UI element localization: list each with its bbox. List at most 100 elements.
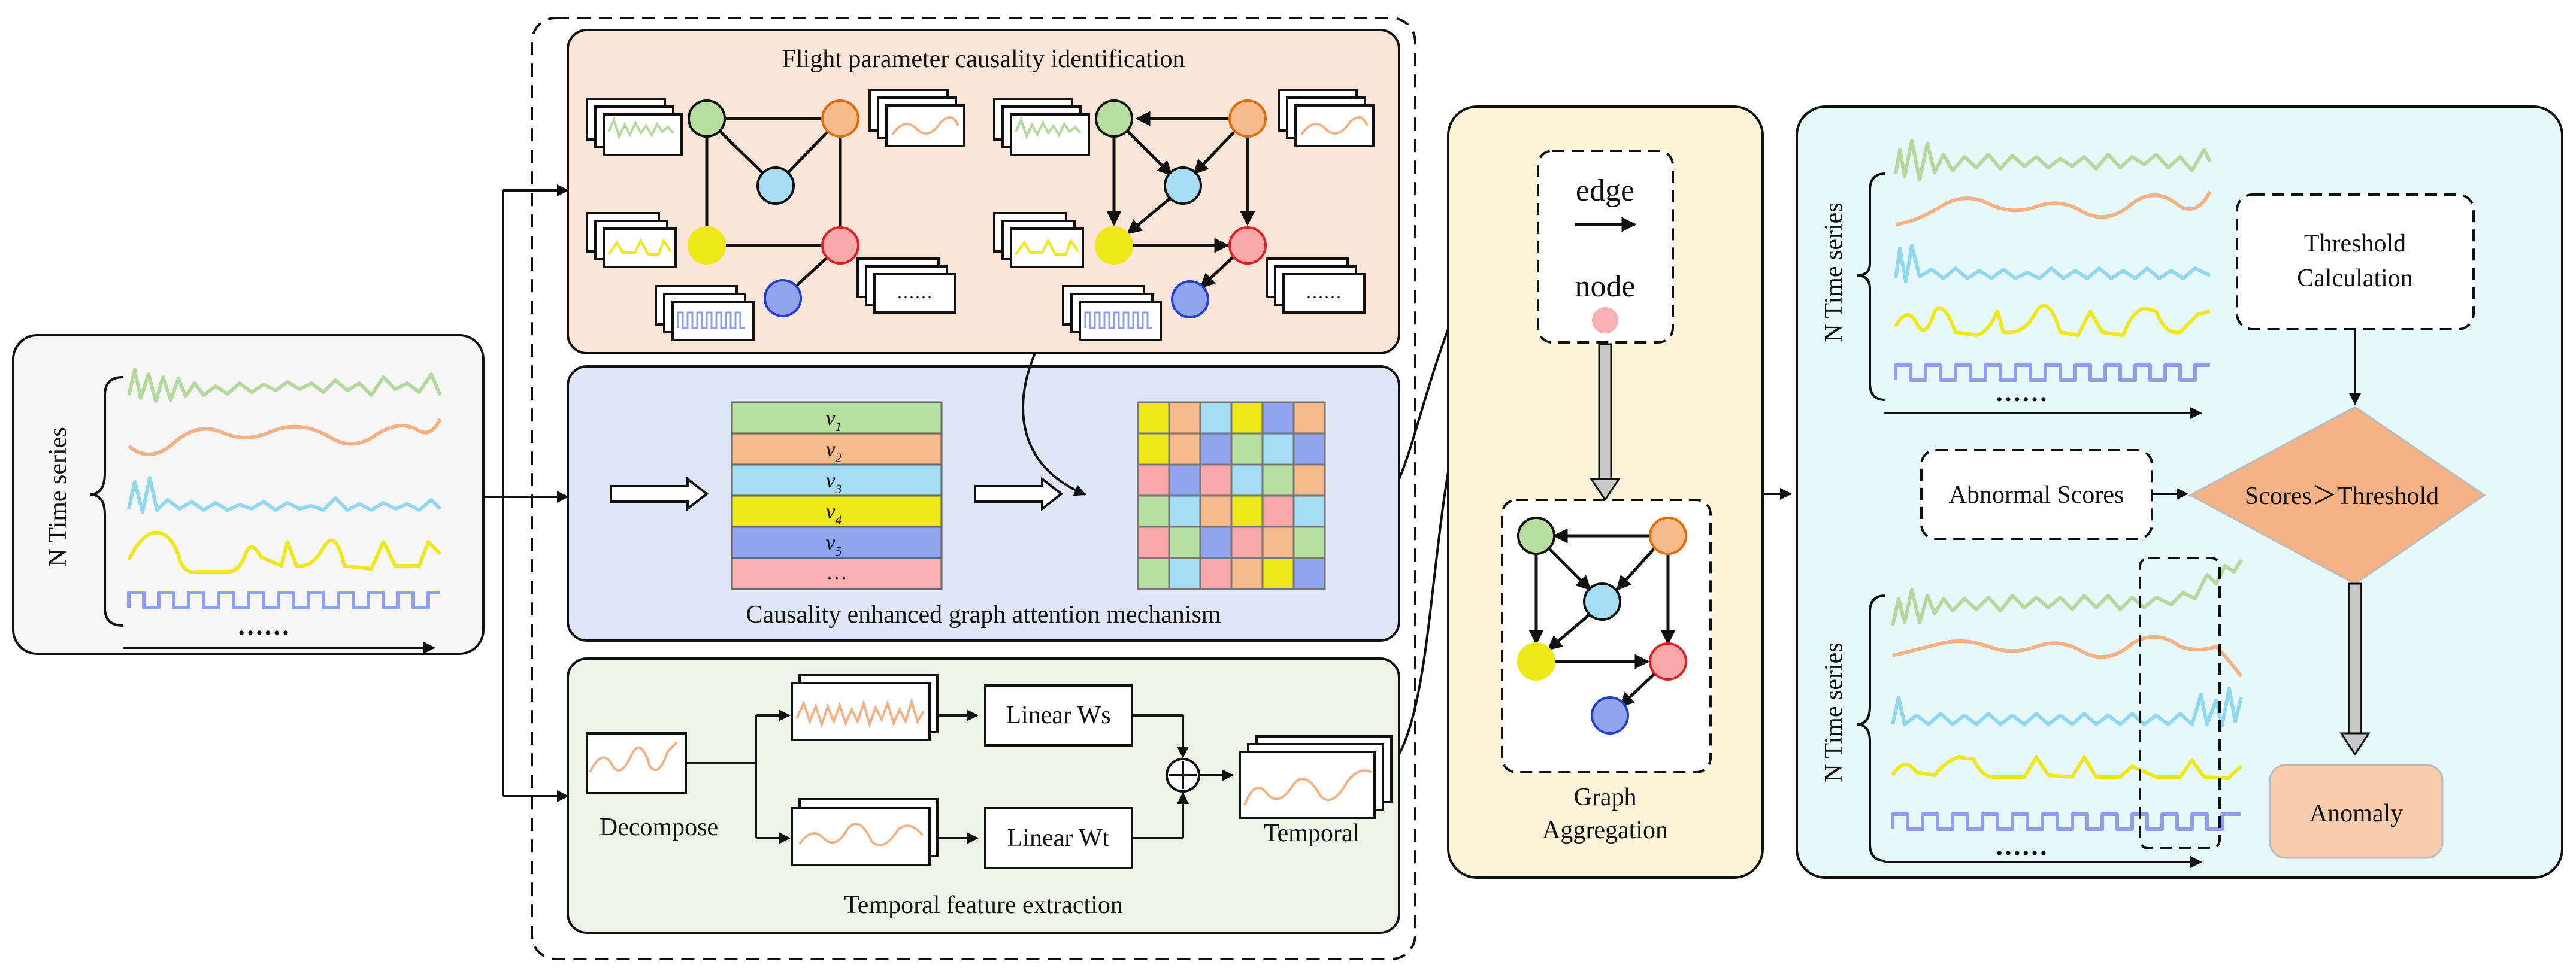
aggregation-graph-box: [1501, 499, 1712, 773]
agg-node-orange: [1649, 517, 1687, 555]
causality-ellipsis-right: ……: [1306, 283, 1342, 302]
threshold-label-line1: Threshold: [2304, 230, 2406, 257]
series-yellow: [127, 530, 442, 574]
node-cyan: [756, 166, 795, 205]
node-orange: [821, 99, 859, 138]
temporal-panel: Decompose Linear Ws Linear Wt: [567, 657, 1400, 934]
decompose-arrows: [686, 709, 791, 844]
ws-to-sum-arrow: [1132, 714, 1189, 758]
aggregation-panel: edge node Graph: [1447, 105, 1764, 879]
attention-cell: [1230, 557, 1264, 590]
node-yellow-directed: [1095, 226, 1133, 265]
causality-graph-undirected: ……: [586, 89, 965, 341]
abnormal-scores-label: Abnormal Scores: [1949, 481, 2124, 509]
node-label: node: [1575, 269, 1635, 304]
attention-cell: [1261, 463, 1295, 497]
threshold-label-line2: Calculation: [2297, 265, 2413, 292]
lower-series-lines: [1891, 559, 2243, 831]
attention-cell: [1230, 494, 1264, 528]
attention-cell: [1137, 401, 1170, 435]
node-blue: [764, 279, 802, 317]
right-stack-mid-left: [993, 212, 1084, 268]
aggregation-graph: [1517, 517, 1687, 735]
left-stack-top-right: [868, 89, 965, 147]
attention-cell: [1199, 557, 1233, 590]
aggregation-caption-line1: Graph: [1574, 784, 1637, 811]
agg-node-cyan: [1583, 582, 1621, 621]
right-stack-top-left: [993, 98, 1090, 156]
feature-label-5: v5: [826, 530, 842, 559]
node-yellow: [688, 226, 726, 265]
hollow-arrow-2: [974, 476, 1064, 512]
upper-brace: [1856, 172, 1886, 401]
feature-label-6: …: [826, 560, 847, 584]
attention-cell: [1230, 526, 1264, 559]
attention-cell: [1230, 432, 1264, 466]
anomaly-window: [2139, 557, 2221, 849]
attention-cell: [1168, 401, 1201, 435]
attention-cell: [1168, 494, 1201, 528]
lower-series-label: N Time series: [1820, 642, 1848, 782]
wt-to-sum-arrow: [1132, 792, 1189, 839]
right-stack-bottom-right: [1266, 257, 1366, 314]
feature-row-labels: v1 v2 v3 v4 v5 …: [826, 406, 847, 584]
attention-cell: [1137, 494, 1170, 528]
agg-node-green: [1517, 517, 1555, 555]
attention-cell: [1292, 494, 1326, 528]
attention-cell: [1261, 557, 1295, 590]
causality-panel: Flight parameter causality identificatio…: [567, 29, 1400, 354]
series-green: [127, 368, 442, 403]
series-cyan: [127, 476, 442, 514]
linear-wt-box: [984, 807, 1133, 869]
attention-cell: [1168, 557, 1201, 590]
decompose-label: Decompose: [600, 814, 718, 841]
attention-cell: [1199, 494, 1233, 528]
attention-cell: [1168, 432, 1201, 466]
attention-cell: [1137, 557, 1170, 590]
agg-node-yellow: [1517, 642, 1555, 681]
upper-ellipsis: ……: [1995, 378, 2048, 407]
temporal-caption: Temporal feature extraction: [844, 891, 1123, 919]
lower-ellipsis: ……: [1995, 832, 2048, 861]
left-stack-mid-left: [586, 212, 677, 268]
attention-cell: [1261, 526, 1295, 559]
input-series-label: N Time series: [44, 427, 72, 566]
agg-node-red: [1649, 642, 1687, 681]
linear-ws-label: Linear Ws: [1006, 702, 1110, 729]
input-ellipsis: ……: [237, 611, 290, 641]
node-green: [688, 99, 726, 138]
attention-cell: [1199, 401, 1233, 435]
attention-cell: [1292, 463, 1326, 497]
attention-cell: [1292, 432, 1326, 466]
feature-label-3: v3: [826, 468, 842, 496]
attention-cell: [1137, 463, 1170, 497]
node-green-directed: [1095, 99, 1133, 138]
right-stack-top-right: [1278, 89, 1375, 147]
anomaly-label: Anomaly: [2309, 800, 2403, 827]
detection-panel: N Time series …… Threshold Calculation A…: [1796, 105, 2563, 879]
feature-modules-container: [531, 17, 1416, 960]
series-blue-square: [127, 591, 440, 609]
attention-cell: [1199, 432, 1233, 466]
feature-label-1: v1: [826, 406, 842, 434]
node-blue-directed: [1171, 280, 1209, 318]
decompose-input-box: [586, 732, 687, 794]
attention-cell: [1137, 432, 1170, 466]
left-stack-bottom: [655, 285, 755, 341]
linear-ws-box: [984, 684, 1133, 747]
input-series-lines: [127, 368, 442, 609]
edge-node-legend: [1537, 150, 1674, 344]
upper-series-label: N Time series: [1820, 202, 1848, 342]
node-glyph: [1592, 307, 1618, 333]
node-red: [821, 226, 859, 265]
temporal-output-box: [1239, 735, 1393, 819]
lower-brace: [1856, 594, 1886, 862]
node-orange-directed: [1228, 99, 1267, 138]
attention-cell: [1199, 526, 1233, 559]
left-stack-bottom-right: [856, 257, 956, 314]
agg-node-blue: [1591, 696, 1629, 735]
input-panel: N Time series ……: [12, 334, 485, 655]
attention-cell: [1137, 526, 1170, 559]
aggregation-caption-line2: Aggregation: [1542, 817, 1668, 844]
attention-matrix: [1137, 401, 1326, 590]
